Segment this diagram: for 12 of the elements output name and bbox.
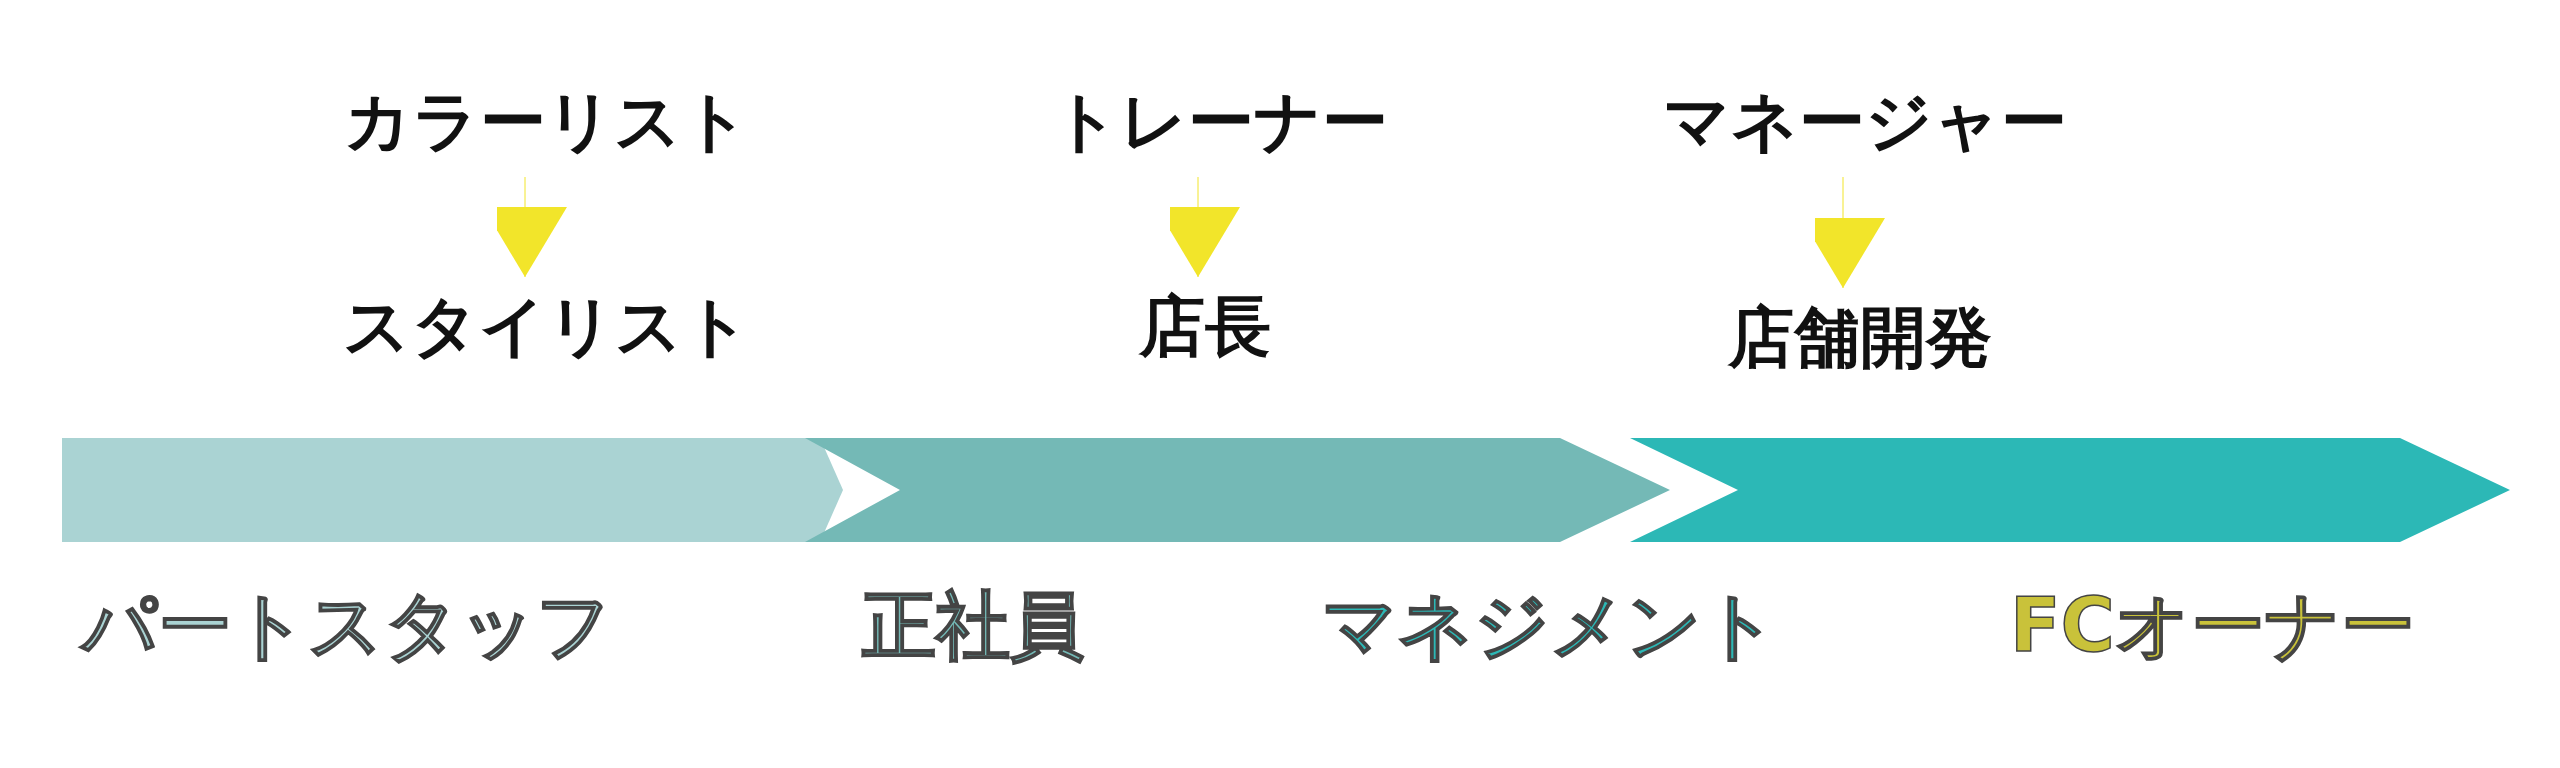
job-title: 店長 — [1139, 290, 1271, 364]
job-title: 店舗開発 — [1728, 301, 1992, 375]
chevron-band — [805, 438, 1670, 542]
stage-label: マネジメント — [1322, 585, 1778, 667]
stage-label: 正社員 — [862, 585, 1084, 667]
chevron-band — [1630, 438, 2510, 542]
job-title: カラーリスト — [344, 85, 750, 159]
job-title: トレーナー — [1052, 85, 1388, 159]
chevron-band — [62, 438, 843, 542]
job-title: マネージャー — [1663, 85, 2067, 159]
stage-label: FCオーナー — [2010, 585, 2415, 667]
job-title: スタイリスト — [343, 290, 751, 364]
